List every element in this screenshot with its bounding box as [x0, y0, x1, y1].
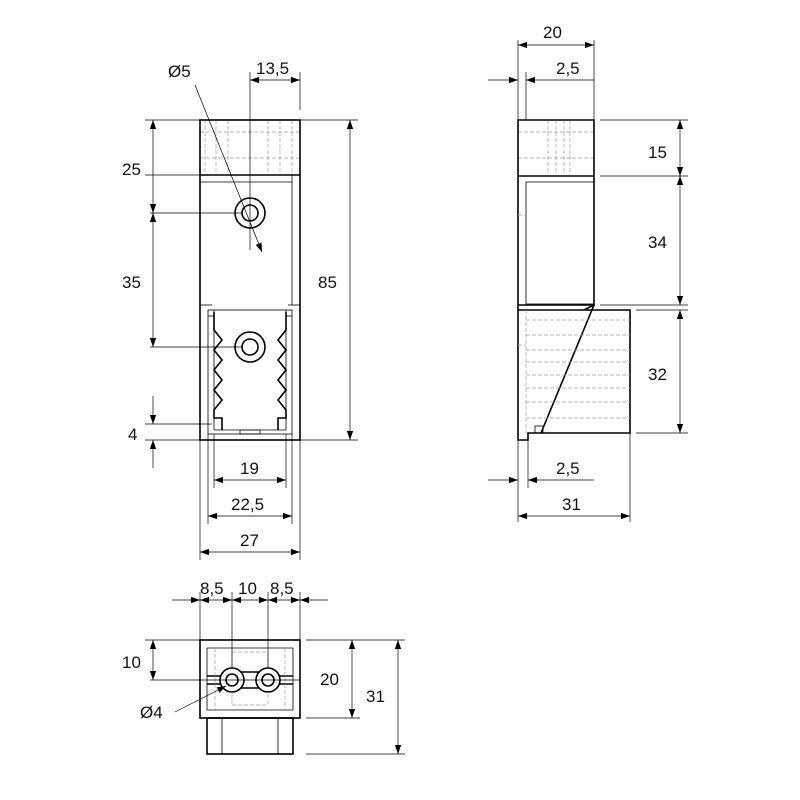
front-height-total-label: 85 — [318, 273, 337, 292]
front-width-mid-label: 22,5 — [231, 495, 264, 514]
bottom-height-half-label: 10 — [122, 653, 141, 672]
side-view — [517, 119, 631, 441]
side-inner-slot — [525, 181, 595, 305]
side-depth-total-label: 31 — [562, 495, 581, 514]
front-height-middle-label: 35 — [122, 273, 141, 292]
front-view — [150, 110, 301, 441]
bottom-lower-part — [206, 717, 294, 755]
side-dimensions: 20 2,5 15 34 32 2,5 31 — [488, 23, 688, 522]
front-dimensions: Ø5 13,5 25 35 4 85 19 22,5 — [122, 59, 358, 560]
side-wall-top-label: 2,5 — [556, 59, 580, 78]
front-inner-channel — [207, 309, 293, 435]
side-wall-bottom-label: 2,5 — [556, 459, 580, 478]
bottom-seg-left-label: 8,5 — [200, 579, 224, 598]
front-right-teeth — [276, 312, 288, 430]
front-height-top-label: 25 — [122, 160, 141, 179]
bottom-dimensions: 8,5 10 8,5 10 Ø4 20 31 — [122, 579, 405, 755]
side-width-top-label: 20 — [543, 23, 562, 42]
side-top-hidden-lines — [518, 120, 594, 175]
side-outline — [517, 119, 631, 441]
front-left-teeth — [212, 312, 224, 430]
front-width-inner-label: 19 — [240, 459, 259, 478]
side-slant-line — [540, 304, 595, 434]
bottom-height-mid-label: 20 — [320, 670, 339, 689]
side-height-top-label: 15 — [648, 143, 667, 162]
bottom-height-total-label: 31 — [366, 687, 385, 706]
bottom-view — [150, 639, 301, 755]
front-offset-label: 13,5 — [256, 59, 289, 78]
front-height-base-label: 4 — [128, 425, 137, 444]
bottom-seg-right-label: 8,5 — [270, 579, 294, 598]
bottom-split-line — [207, 671, 293, 689]
front-width-outer-label: 27 — [240, 531, 259, 550]
side-height-middle-label: 34 — [648, 233, 667, 252]
bottom-hole-diameter-label: Ø4 — [140, 703, 163, 722]
side-bottom-hidden-lines — [518, 214, 630, 433]
side-height-bottom-label: 32 — [648, 365, 667, 384]
front-hole-diameter-label: Ø5 — [168, 62, 191, 81]
bottom-seg-center-label: 10 — [238, 579, 257, 598]
